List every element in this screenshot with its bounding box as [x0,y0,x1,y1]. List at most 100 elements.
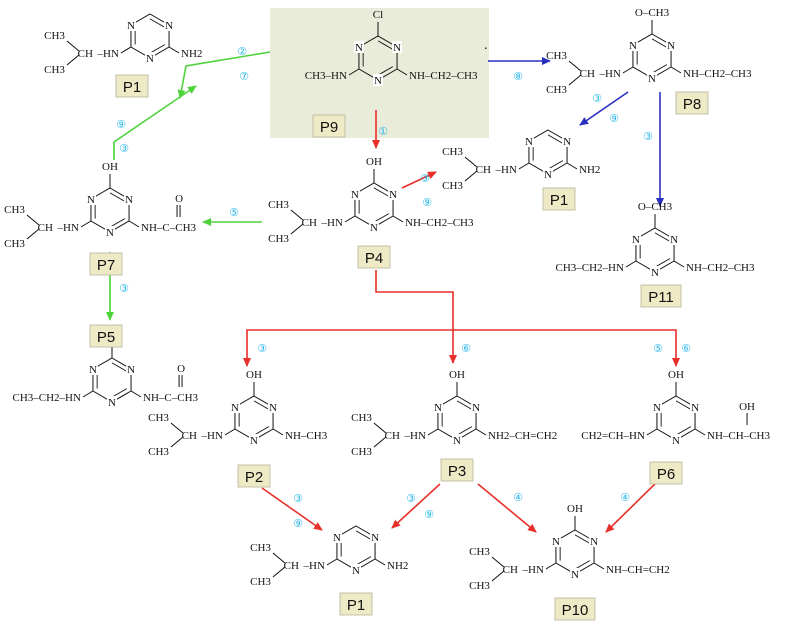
p9-ring-n: N [355,42,363,54]
p5-left-bond [82,390,94,398]
p1c-iso-ch3-top: CH3 [250,542,271,554]
p10-iso-bond-down [491,570,505,582]
p3-ring-n: N [472,402,480,414]
p4-left-bond [344,215,356,223]
p4-iso-ch: CH [302,217,317,229]
step-p9-p4-1: ① [378,126,388,138]
p7-iso-ch3-top: CH3 [4,204,25,216]
step-p9-p1a-2: ② [237,46,247,58]
p1a-right-bond [168,46,180,54]
p8-iso-bond-down [568,74,582,86]
p2-iso-ch3-top: CH3 [148,412,169,424]
arrow-p7-to-p1a [113,85,197,160]
p5-ring-n: N [127,364,135,376]
p1a-ring-n: N [127,20,135,32]
p6-label: P6 [657,466,675,483]
step-p8-p1b-3: ③ [592,93,602,105]
p7-label: P7 [97,257,115,274]
p1b-right-group: NH2 [579,164,600,176]
p1b-ring-n: N [525,136,533,148]
p10-label: P10 [562,602,589,619]
p8-ring-n: N [667,40,675,52]
p4-iso-bond-up [290,209,304,221]
p5-label-box [89,324,123,348]
p1c-ring-n: N [371,532,379,544]
p10-iso-ch: CH [503,564,518,576]
arrow-p4-to-p2 [243,329,453,367]
p9-ring: NNN [353,35,403,87]
p8-hn: –HN [599,68,621,80]
p6-ring-n: N [672,435,680,447]
p2-hn: –HN [201,430,223,442]
p3-iso-ch: CH [385,430,400,442]
p10-label-box [554,597,596,621]
p3-hn: –HN [404,430,426,442]
p11-label-box [640,284,682,308]
p2-top-group: OH [246,369,262,381]
p5-carbonyl-o: O [177,363,185,375]
p3-iso-bond-up [373,422,387,434]
step-p4-p1b-3: ③ [420,173,430,185]
p5-left-group: CH3–CH2–HN [12,392,81,404]
p1c-iso-bond-up [272,552,286,564]
p10-iso-ch3-top: CH3 [469,546,490,558]
p1b-ring-n: N [544,169,552,181]
p2-iso-bond-down [170,436,184,448]
p7-top-group: OH [102,161,118,173]
p1a-ring: NNN [125,13,175,65]
p4-iso-ch3-top: CH3 [268,199,289,211]
p10-left-bond [545,562,557,570]
p2-iso-bond-up [170,422,184,434]
p1a-ring-n: N [165,20,173,32]
p1a-iso-ch: CH [78,48,93,60]
step-p7-p5-3: ③ [119,283,129,295]
p9-left-group: CH3–HN [305,70,347,82]
p9-left-bond [348,68,360,76]
p1a-iso-ch3-top: CH3 [44,30,65,42]
p1b-iso-bond-down [464,170,478,182]
p3-iso-ch3-bot: CH3 [351,446,372,458]
p5-right-group: NH–C–CH3 [143,392,199,404]
p7-ring-n: N [87,194,95,206]
p11-ring: NNN [630,227,680,279]
p4-ring-n: N [351,189,359,201]
p1c-iso-ch3-bot: CH3 [250,576,271,588]
p9-right-group: NH–CH2–CH3 [409,70,478,82]
p5-ring-n: N [108,397,116,409]
p4-ring: NNN [349,182,399,234]
arrow-p6-to-p10 [605,480,659,533]
p1c-label: P1 [347,597,365,614]
p1c-hn: –HN [303,560,325,572]
step-p4-p2-3: ③ [257,343,267,355]
p1a-iso-bond-up [66,40,80,52]
p8-iso-ch3-top: CH3 [546,50,567,62]
p3-left-bond [427,428,439,436]
p1b-left-bond [518,162,530,170]
p10-right-bond [593,562,605,570]
p4-iso-ch3-bot: CH3 [268,233,289,245]
p8-iso-ch: CH [580,68,595,80]
p1c-right-group: NH2 [387,560,408,572]
p1c-iso-ch: CH [284,560,299,572]
step-p3-p10-4: ④ [513,492,523,504]
p10-ring-n: N [590,536,598,548]
p2-right-bond [272,428,284,436]
p2-iso-ch3-bot: CH3 [148,446,169,458]
p8-label: P8 [683,96,701,113]
p1c-iso-bond-down [272,566,286,578]
step-p2-p1c-9: ⑨ [293,518,303,530]
p1b-right-bond [566,162,578,170]
p10-hn: –HN [522,564,544,576]
p4-iso-bond-down [290,223,304,235]
p6-ring: NNN [651,395,701,447]
p7-label-box [89,252,123,276]
p7-iso-bond-down [26,228,40,240]
p9-right-bond [396,68,408,76]
step-p7-p1a-3: ③ [119,143,129,155]
p6-right-group: NH–CH–CH3 [707,430,770,442]
p3-iso-ch3-top: CH3 [351,412,372,424]
p1a-label: P1 [123,79,141,96]
